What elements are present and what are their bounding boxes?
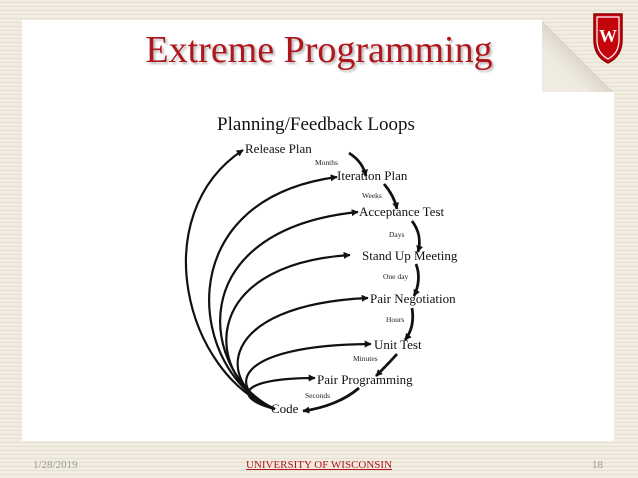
- arrow-unittest-to-pairprog: [375, 353, 399, 377]
- slide-background: [22, 20, 614, 441]
- stage-code: Code: [271, 401, 299, 416]
- diagram-heading: Planning/Feedback Loops: [217, 114, 415, 135]
- footer-organization-label: UNIVERSITY OF WISCONSIN: [245, 459, 393, 471]
- feedback-loop-arcs: [184, 149, 372, 411]
- interval-seconds: Seconds: [305, 391, 330, 400]
- stage-pair-negotiation: Pair Negotiation: [370, 291, 456, 306]
- stage-acceptance-test: Acceptance Test: [359, 204, 444, 219]
- stage-stand-up-meeting: Stand Up Meeting: [362, 248, 458, 263]
- page-number: 18: [592, 459, 603, 471]
- university-crest-icon: W: [593, 13, 623, 64]
- interval-hours: Hours: [386, 315, 404, 324]
- stage-unit-test: Unit Test: [374, 337, 422, 352]
- arrow-acceptance-to-standup: [410, 220, 424, 253]
- stage-release-plan: Release Plan: [245, 141, 312, 156]
- arrow-negotiation-to-unittest: [403, 307, 415, 341]
- arrow-standup-to-negotiation: [412, 263, 420, 297]
- interval-weeks: Weeks: [362, 191, 382, 200]
- crest-letter: W: [599, 26, 617, 46]
- stage-iteration-plan: Iteration Plan: [337, 168, 408, 183]
- arrow-release-to-iteration: [348, 151, 368, 177]
- interval-one-day: One day: [383, 272, 408, 281]
- interval-minutes: Minutes: [353, 354, 378, 363]
- loop-arc-release-plan: [184, 149, 276, 411]
- slide-title: Extreme Programming: [145, 29, 493, 71]
- arrow-pairprog-to-code: [302, 386, 360, 414]
- downward-arrows: [302, 151, 424, 414]
- loop-arc-pair-negotiation: [236, 294, 369, 411]
- stage-pair-programming: Pair Programming: [317, 372, 413, 387]
- footer-organization: UNIVERSITY OF WISCONSIN: [0, 459, 638, 471]
- interval-days: Days: [389, 230, 404, 239]
- loop-arc-pair-programming: [247, 374, 316, 411]
- loop-arc-unit-test: [245, 340, 372, 411]
- interval-months: Months: [315, 158, 338, 167]
- footer-date: 1/28/2019: [33, 459, 78, 471]
- arrow-iteration-to-acceptance: [382, 183, 400, 210]
